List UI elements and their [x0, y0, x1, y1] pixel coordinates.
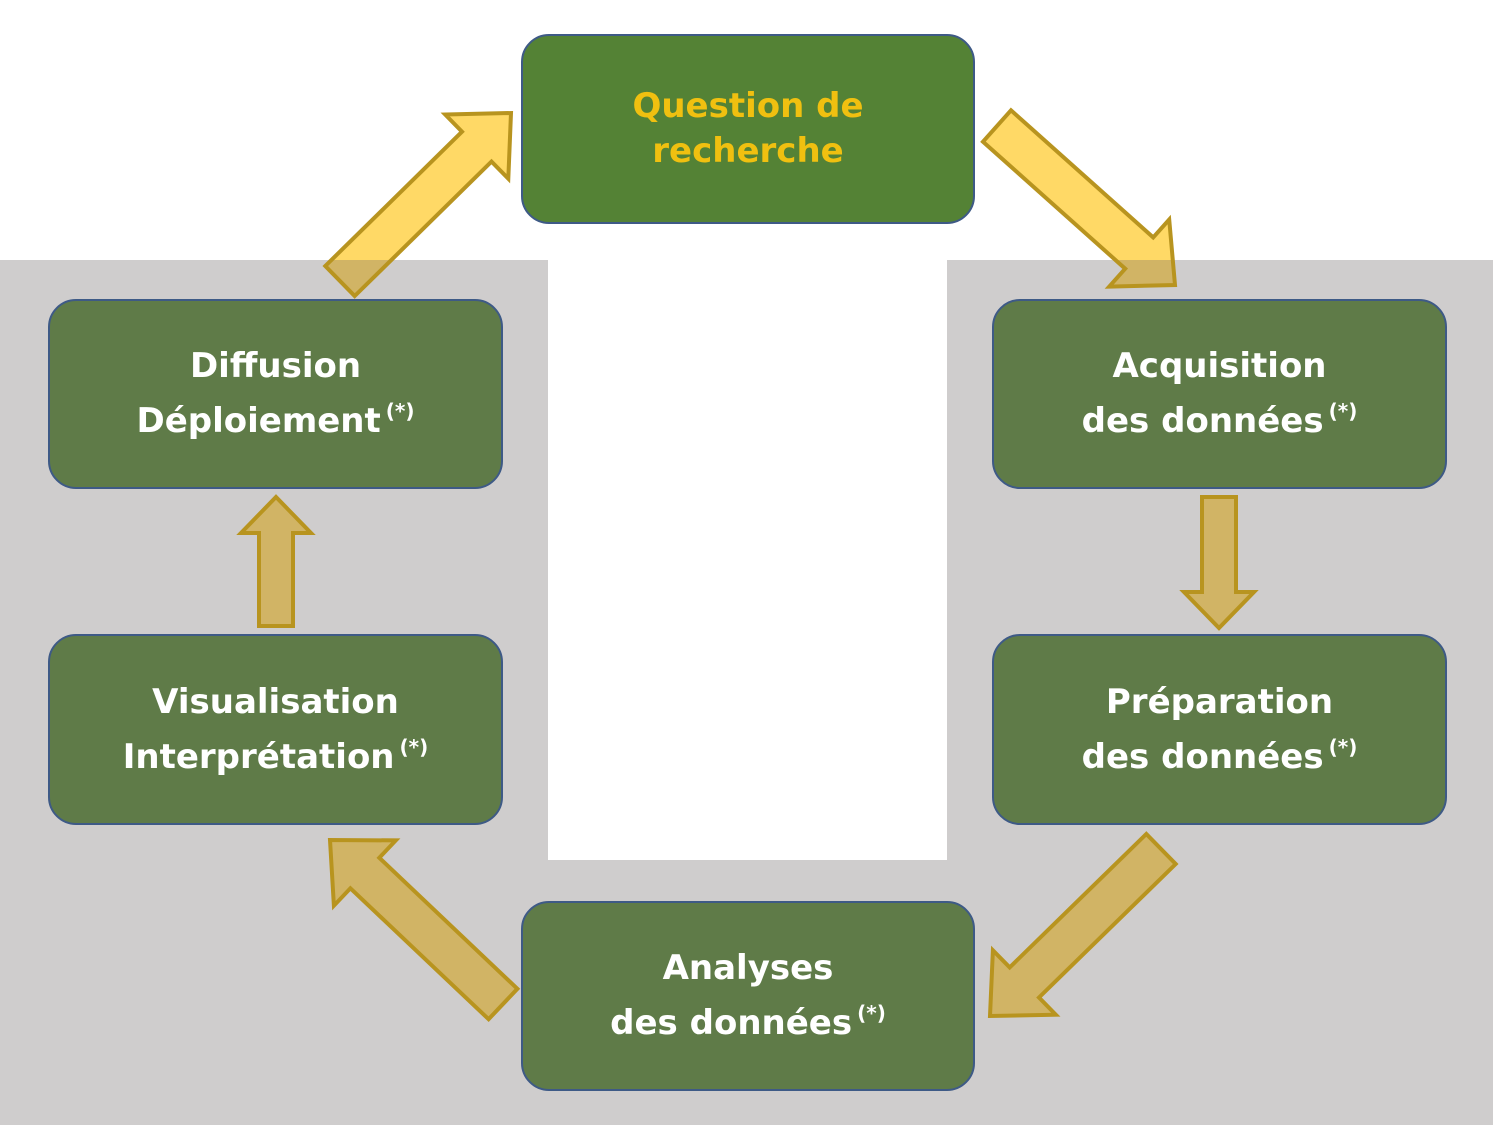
footnote-marker: (*): [1328, 399, 1358, 423]
arrow-question-to-acquisition: [980, 260, 1178, 289]
node-line-2-text: Interprétation: [122, 736, 395, 777]
footnote-marker: (*): [857, 1001, 886, 1025]
node-line-2-text: Déploiement: [136, 401, 381, 441]
node-line-1: Préparation: [1105, 681, 1334, 722]
node-line-2: recherche: [652, 131, 844, 171]
node-line-2-text: des données: [1081, 401, 1324, 441]
node-visualisation-interpretation: Visualisation Interprétation(*): [48, 634, 503, 825]
arrow-analyses-to-visual: [327, 837, 521, 1023]
node-diffusion-deployment: Diffusion Déploiement(*): [48, 299, 503, 489]
node-line-2: Déploiement(*): [136, 389, 414, 444]
footnote-marker: (*): [399, 734, 429, 759]
node-line-2: Interprétation(*): [123, 725, 429, 780]
footnote-marker: (*): [385, 399, 415, 423]
node-data-acquisition: Acquisition des données(*): [992, 299, 1447, 489]
node-line-1: Visualisation: [152, 681, 399, 722]
node-line-2: des données(*): [1082, 389, 1358, 444]
footnote-marker: (*): [1328, 734, 1358, 759]
arrow-preparation-to-analyses: [987, 831, 1179, 1019]
arrow-visual-to-diffusion: [236, 494, 316, 628]
node-line-2-text: des données: [610, 1003, 853, 1043]
node-line-1: Analyses: [662, 948, 834, 988]
node-line-2-text: des données: [1081, 736, 1324, 777]
node-line-1: Question de: [632, 86, 864, 126]
arrow-acquisition-to-preparation: [1179, 495, 1259, 631]
node-line-1: Diffusion: [189, 346, 362, 386]
node-line-1: Acquisition: [1112, 346, 1327, 386]
node-research-question: Question de recherche: [521, 34, 975, 224]
node-line-2: des données(*): [610, 991, 886, 1046]
node-line-2: des données(*): [1082, 725, 1358, 780]
arrow-diffusion-to-question: [322, 110, 514, 299]
node-data-analysis: Analyses des données(*): [521, 901, 975, 1091]
node-data-preparation: Préparation des données(*): [992, 634, 1447, 825]
